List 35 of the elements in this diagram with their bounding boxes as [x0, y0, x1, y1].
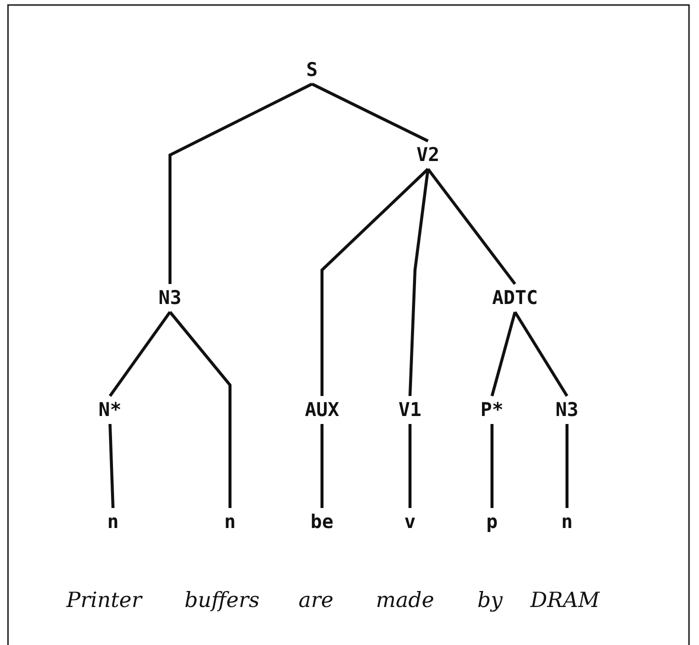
tree-branch [108, 424, 114, 508]
sentence-word: by [477, 588, 503, 612]
sentence-word: Printer [66, 588, 142, 612]
tree-branch [566, 424, 568, 508]
tree-node-label: n [559, 510, 575, 534]
tree-node-label: p [484, 510, 500, 534]
tree-node-label: V1 [396, 398, 424, 422]
tree-node-label: n [222, 510, 238, 534]
tree-node-label: be [308, 510, 336, 534]
tree-branch [108, 311, 172, 397]
tree-node-label: ADTC [490, 286, 540, 310]
tree-branch [490, 424, 494, 508]
tree-branch [168, 311, 232, 508]
sentence-word: DRAM [530, 588, 600, 612]
tree-node-label: S [304, 58, 320, 82]
tree-branch [168, 82, 313, 284]
sentence-word: are [298, 588, 334, 612]
tree-node-label: N* [96, 398, 124, 422]
tree-branch [514, 311, 568, 397]
tree-branch [490, 312, 516, 396]
tree-node-label: v [402, 510, 418, 534]
tree-branch [408, 424, 412, 508]
tree-branch [320, 168, 430, 396]
tree-node-label: AUX [302, 398, 342, 422]
sentence-word: made [376, 588, 434, 612]
tree-node-label: N3 [554, 398, 580, 422]
tree-node-label: P* [478, 398, 506, 422]
tree-branch [311, 82, 429, 142]
tree-branch [320, 424, 324, 508]
tree-branch [426, 168, 516, 285]
sentence-word: buffers [184, 588, 260, 612]
tree-node-label: N3 [156, 286, 184, 310]
tree-branch [408, 168, 430, 396]
tree-node-label: V2 [414, 143, 442, 167]
tree-node-label: n [105, 510, 121, 534]
